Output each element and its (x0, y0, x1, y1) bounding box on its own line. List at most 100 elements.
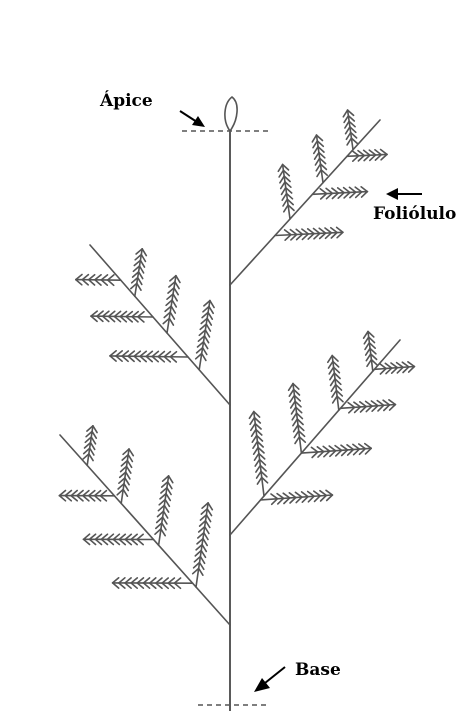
pinna-upper-right-pinnule-3-leaflet (314, 229, 320, 234)
pinna-lower-right-pinnule-1-leaflet (294, 425, 298, 432)
apex-arrow (180, 111, 205, 127)
pinna-upper-left-pinnule-2-leaflet (140, 260, 144, 267)
pinna-lower-right-pinnule-0-leaflet (249, 412, 253, 419)
pinna-lower-right-pinnule-0-leaflet (251, 424, 255, 431)
pinna-upper-right-pinnule-3-leaflet (319, 228, 325, 233)
pinna-upper-right-pinnule-0-leaflet (283, 199, 287, 206)
pinna-lower-right-pinnule-5-leaflet (353, 444, 360, 449)
pinna-lower-right-pinnule-5-leaflet (317, 447, 323, 452)
pinna-upper-left-pinnule-1-leaflet (176, 276, 180, 283)
pinna-upper-right-pinnule-3-leaflet (337, 227, 343, 232)
pinna-lower-left-pinnule-0-leaflet (202, 545, 206, 552)
pinna-upper-right-pinnule-4-leaflet (361, 187, 367, 192)
pinna-lower-left-pinnule-0-leaflet (204, 533, 208, 540)
pinna-lower-left-pinnule-1-leaflet (168, 482, 172, 489)
pinna-lower-left-pinnule-4-leaflet (119, 583, 125, 588)
pinna-lower-left-pinnule-5-leaflet (137, 534, 143, 539)
pinna-lower-right-pinnule-6-leaflet (360, 402, 366, 407)
pinna-lower-right-pinnule-5-leaflet (359, 444, 366, 449)
pinna-lower-left-pinnule-6-leaflet (95, 491, 101, 496)
pinna-lower-right-pinnule-0-leaflet (255, 454, 259, 461)
pinna-upper-left-pinnule-5-leaflet (89, 275, 95, 280)
pinna-lower-right-pinnule-6-leaflet (377, 401, 383, 406)
pinna-upper-left-pinnule-0-leaflet (204, 342, 208, 349)
pinna-lower-right-pinnule-4-leaflet (289, 493, 296, 498)
pinna-upper-right-pinnule-4-leaflet (320, 189, 326, 194)
pinna-upper-left-pinnule-3-leaflet (128, 351, 134, 356)
pinna-upper-left-pinnule-1-leaflet (171, 306, 175, 313)
pinnae-group (59, 110, 414, 625)
pinna-upper-right-pinnule-2-leaflet (347, 138, 351, 145)
pinna-lower-left-pinnule-3-leaflet (91, 437, 95, 444)
pinna-lower-left-pinnule-0-leaflet (200, 557, 204, 564)
pinna-upper-right-pinnule-4-leaflet (326, 188, 332, 193)
pinna-lower-left-pinnule-2-leaflet (126, 472, 130, 479)
pinna-lower-right-pinnule-4-leaflet (295, 492, 302, 497)
pinna-upper-left-pinnule-3-leaflet (170, 352, 176, 357)
pinna-upper-right-pinnule-3-leaflet (302, 229, 308, 234)
pinna-upper-right-pinnule-0-leaflet (281, 182, 285, 189)
pinna-lower-left-pinnule-1-leaflet (169, 476, 173, 483)
pinna-upper-left-pinnule-4-leaflet (132, 312, 138, 317)
leaflet-arrow (386, 188, 422, 200)
pinna-lower-right-pinnule-0-leaflet (250, 418, 254, 425)
pinna-upper-left-pinnule-4-axis (91, 316, 153, 317)
pinna-upper-right-pinnule-1-leaflet (316, 164, 320, 171)
pinna-upper-left-pinnule-5-leaflet (95, 275, 101, 280)
pinna-lower-left-pinnule-4-leaflet (174, 578, 180, 583)
pinna-upper-left-pinnule-2-leaflet (140, 266, 144, 273)
pinna-lower-right-pinnule-2-leaflet (332, 390, 336, 397)
pinna-lower-right-pinnule-6-leaflet (389, 400, 396, 405)
pinna-upper-right-pinnule-1-leaflet (315, 153, 319, 160)
pinna-upper-right-pinnule-3-leaflet (331, 228, 337, 233)
pinna-lower-right-pinnule-7-leaflet (402, 362, 409, 367)
pinna-upper-left-pinnule-3-leaflet (140, 351, 146, 356)
pinna-upper-right-pinnule-4-leaflet (344, 188, 350, 193)
pinna-upper-right-pinnule-0-leaflet (282, 188, 286, 195)
pinna-lower-left-pinnule-0-leaflet (200, 563, 204, 570)
pinna-upper-left-rachis (90, 245, 230, 405)
pinna-upper-left-pinnule-0-leaflet (205, 330, 209, 337)
pinna-lower-left-pinnule-0-leaflet (208, 503, 212, 510)
pinna-lower-left-pinnule-1-leaflet (162, 523, 166, 530)
apex-label: Ápice (100, 93, 153, 110)
pinna-lower-right-pinnule-1-leaflet (294, 431, 298, 438)
pinna-lower-right-pinnule-2-leaflet (333, 396, 337, 403)
pinna-upper-right-rachis (230, 120, 380, 285)
pinna-lower-right-pinnule-1-leaflet (293, 419, 297, 426)
pinna-lower-left-pinnule-4-leaflet (125, 583, 131, 588)
pinna-lower-left-pinnule-0-leaflet (206, 515, 210, 522)
pinna-upper-left-pinnule-3-leaflet (134, 351, 140, 356)
pinna-upper-left-pinnule-3-leaflet (146, 351, 152, 356)
pinna-upper-left-pinnule-1-leaflet (173, 294, 177, 301)
pinna-lower-right-pinnule-1-leaflet (291, 401, 295, 408)
pinna-upper-left-pinnule-1-leaflet (172, 300, 176, 307)
pinna-upper-right-pinnule-5-leaflet (381, 150, 387, 155)
pinna-lower-right-pinnule-4-leaflet (283, 493, 290, 498)
pinna-upper-right-pinnule-1-leaflet (313, 141, 317, 148)
pinna-lower-left-pinnule-3-leaflet (90, 448, 94, 455)
pinna-lower-left-pinnule-3-leaflet (89, 454, 93, 461)
pinna-lower-right-pinnule-5-leaflet (341, 445, 348, 450)
pinna-upper-left-pinnule-3-leaflet (152, 351, 158, 356)
pinna-upper-right-pinnule-2-leaflet (343, 110, 347, 117)
pinna-lower-left-pinnule-0-leaflet (207, 509, 211, 516)
pinna-lower-right-pinnule-7-leaflet (380, 364, 386, 369)
pinna-upper-left-pinnule-5-leaflet (108, 275, 114, 280)
pinna-lower-right-pinnule-2-leaflet (331, 385, 335, 392)
leaflet-label: Foliólulo (373, 206, 456, 223)
pinna-lower-left-pinnule-4-leaflet (150, 583, 156, 588)
pinna-lower-right-pinnule-1-leaflet (295, 437, 299, 444)
pinna-lower-left-pinnule-1-leaflet (163, 517, 167, 524)
pinna-upper-left-pinnule-2-leaflet (141, 255, 145, 262)
pinna-lower-right-pinnule-3-leaflet (366, 348, 370, 355)
pinna-lower-right-pinnule-5-leaflet (311, 447, 317, 452)
apex-bud (225, 97, 237, 131)
pinna-lower-right-pinnule-3-leaflet (366, 354, 370, 361)
pinna-lower-right-pinnule-4-leaflet (314, 491, 320, 496)
pinna-lower-left-pinnule-0-leaflet (203, 539, 207, 546)
pinna-lower-right-pinnule-3-leaflet (364, 332, 368, 339)
pinna-lower-right-pinnule-0-leaflet (255, 459, 259, 466)
